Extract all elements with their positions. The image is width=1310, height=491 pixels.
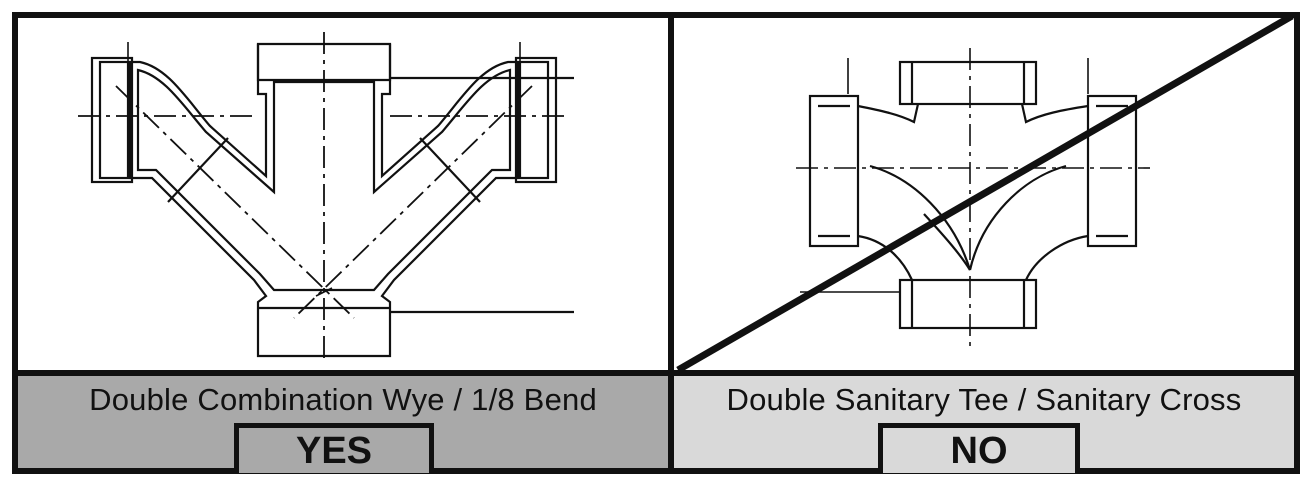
double-combination-wye-icon <box>78 32 574 358</box>
left-drawing-panel <box>18 18 668 370</box>
no-verdict-box: NO <box>878 423 1080 473</box>
left-caption-text: Double Combination Wye / 1/8 Bend <box>89 382 597 417</box>
double-sanitary-tee-icon <box>676 18 1294 370</box>
yes-verdict-box: YES <box>234 423 434 473</box>
right-caption-area: Double Sanitary Tee / Sanitary Cross NO <box>674 376 1294 473</box>
right-drawing-panel <box>674 18 1294 370</box>
right-caption-text: Double Sanitary Tee / Sanitary Cross <box>726 382 1242 417</box>
crossed-out-line <box>676 18 1294 370</box>
panel-divider <box>668 18 674 468</box>
comparison-frame: Double Combination Wye / 1/8 Bend YES Do… <box>12 12 1300 474</box>
left-caption-area: Double Combination Wye / 1/8 Bend YES <box>18 376 668 473</box>
caption-divider <box>18 370 1294 376</box>
